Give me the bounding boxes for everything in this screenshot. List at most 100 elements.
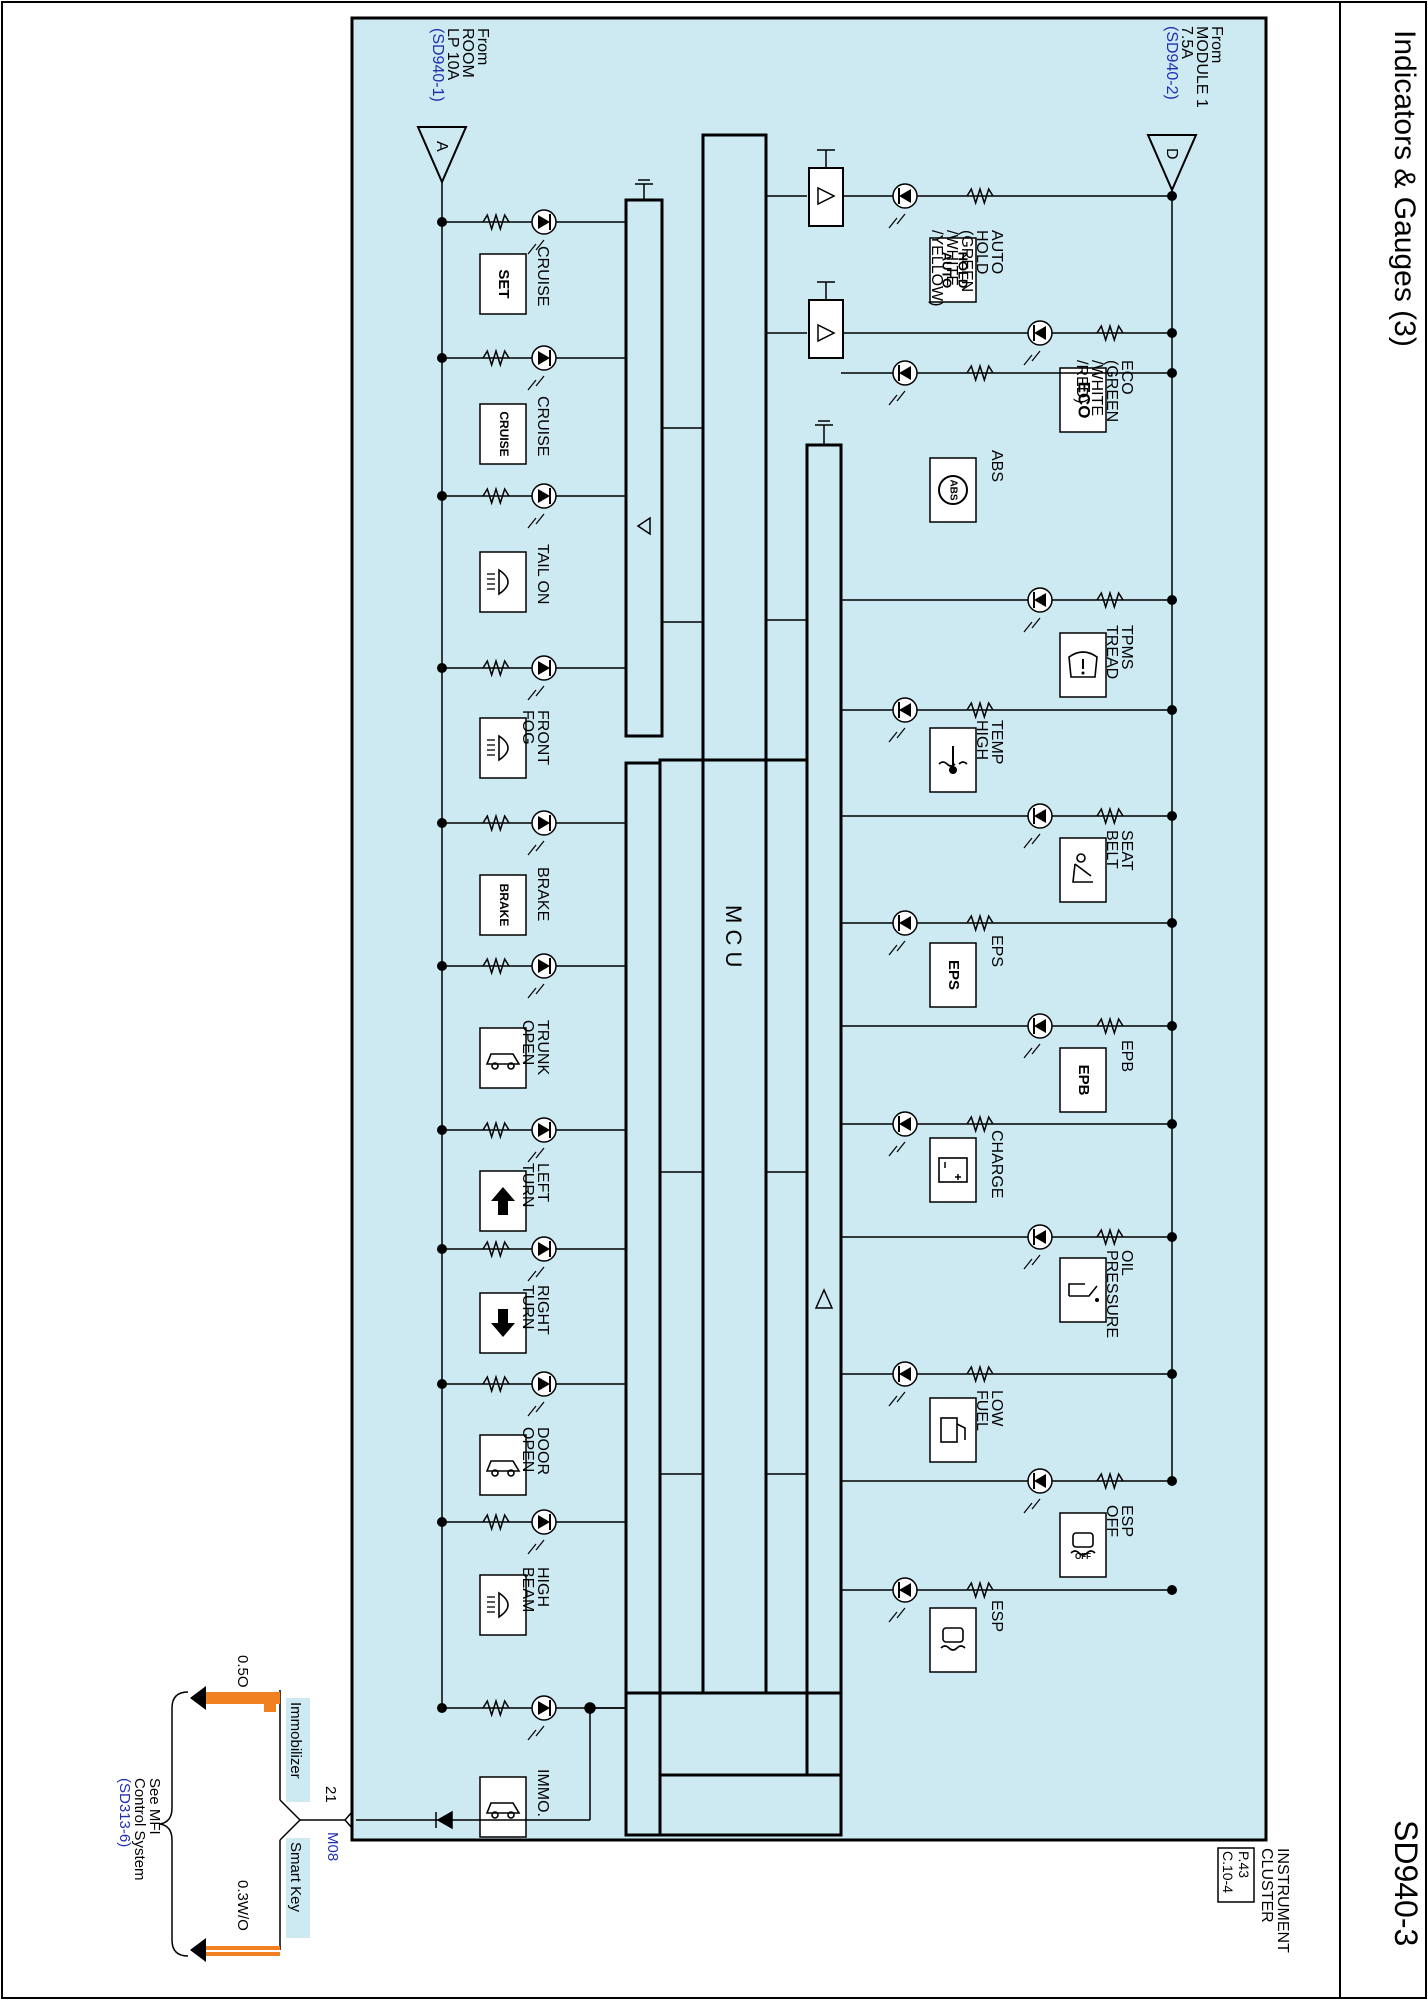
buffer-1 (808, 149, 844, 227)
right-indicator-label-2-4: /RED) (1073, 360, 1090, 404)
page-code: SD940-3 (1388, 1820, 1424, 1946)
svg-text:AUTO: AUTO (940, 252, 955, 289)
right-indicator-label-13-1: ESP (988, 1600, 1005, 1632)
left-indicator-icon-3 (479, 551, 527, 613)
svg-text:ECO: ECO (1075, 382, 1094, 419)
right-indicator-label-1-5: /YELLOW) (928, 230, 945, 306)
left-indicator-icon-2: CRUISE (479, 403, 527, 465)
left-indicator-label-10-2: BEAM (519, 1567, 536, 1612)
immo-output-wiring (356, 1702, 626, 1830)
mfi-line-2: Control System (131, 1778, 148, 1881)
left-indicator-icon-4 (479, 717, 527, 779)
left-indicator-label-8-2: TURN (519, 1285, 536, 1329)
left-indicator-label-9-1: DOOR (534, 1427, 551, 1475)
right-indicator-label-12-2: OFF (1103, 1505, 1120, 1537)
right-indicator-label-3-1: ABS (988, 450, 1005, 482)
right-indicator-label-6-2: BELT (1103, 830, 1120, 869)
left-indicator-label-2-1: CRUISE (534, 396, 551, 456)
right-indicator-label-1-3: (GREEN (958, 230, 975, 292)
right-indicator-label-4-1: TPMS (1118, 625, 1135, 669)
right-indicator-icon-8: EPB (1059, 1047, 1107, 1113)
right-indicator-icon-6 (1059, 837, 1107, 903)
connector-ref-box (1217, 1847, 1255, 1903)
left-bus-lower (624, 761, 662, 1837)
connector-ref-1: P.43 (1236, 1851, 1252, 1878)
smart-key-label: Smart Key (287, 1842, 304, 1913)
left-indicator-icon-6 (479, 1027, 527, 1089)
left-indicator-label-11-1: IMMO. (534, 1769, 551, 1817)
left-indicator-icon-1: SET (479, 253, 527, 315)
right-indicator-label-5-2: HIGH (973, 720, 990, 760)
right-indicator-label-2-1: ECO (1118, 360, 1135, 395)
source-D-ref: (SD940-2) (1163, 26, 1180, 100)
cluster-name-1: INSTRUMENT (1274, 1848, 1291, 1953)
left-bus-upper (624, 198, 664, 738)
source-D-line-2: MODULE 1 (1193, 26, 1210, 108)
right-bus-bar (805, 443, 843, 1777)
right-indicator-icon-4 (1059, 632, 1107, 698)
svg-text:OFF: OFF (1075, 1552, 1091, 1561)
right-indicator-label-7-1: EPS (988, 935, 1005, 967)
page-title: Indicators & Gauges (3) (1388, 30, 1421, 347)
right-indicator-label-10-2: PRESSURE (1103, 1250, 1120, 1338)
left-indicator-label-1-1: CRUISE (534, 246, 551, 306)
connector-ref-2: C.10-4 (1220, 1851, 1236, 1893)
mfi-ref: (SD313-6) (116, 1778, 133, 1847)
right-indicator-label-11-1: LOW (988, 1390, 1005, 1427)
right-indicator-label-1-4: /WHITE (943, 230, 960, 286)
source-A-line-2: ROOM (459, 28, 476, 78)
pin-number: 21 (322, 1786, 339, 1803)
right-indicator-label-10-1: OIL (1118, 1250, 1135, 1276)
right-indicator-icon-10 (1059, 1257, 1107, 1323)
right-indicator-label-1-1: AUTO (988, 230, 1005, 274)
source-D-letter: D (1163, 148, 1180, 160)
left-indicator-label-10-1: HIGH (534, 1567, 551, 1607)
right-indicator-icon-7: EPS (929, 942, 977, 1008)
left-indicator-icon-10 (479, 1574, 527, 1636)
svg-text:CRUISE: CRUISE (497, 411, 511, 456)
mcu-label: M C U (721, 905, 746, 967)
right-indicator-icon-12: OFF (1059, 1512, 1107, 1578)
right-indicator-label-9-1: CHARGE (988, 1130, 1005, 1198)
source-A: A (416, 126, 468, 185)
left-indicator-label-7-2: TURN (519, 1163, 536, 1207)
right-indicator-7: EPS EPS (841, 910, 1177, 1008)
svg-text:ABS: ABS (947, 479, 958, 500)
source-A-ref: (SD940-1) (429, 28, 446, 102)
left-indicator-icon-5: BRAKE (479, 874, 527, 936)
svg-text:EPS: EPS (945, 960, 962, 990)
left-indicator-label-8-1: RIGHT (534, 1285, 551, 1335)
mfi-line-1: See MFI (146, 1778, 163, 1835)
right-indicator-icon-3: ABS (929, 457, 977, 523)
left-indicator-1: SET CRUISE (437, 209, 626, 315)
svg-text:SET: SET (495, 269, 512, 298)
smart-key-tag: Smart Key 0.3W/O (190, 1838, 310, 1962)
right-indicator-label-8-1: EPB (1118, 1040, 1135, 1072)
right-indicator-8: EPB EPB (841, 1013, 1177, 1113)
left-indicator-2: CRUISE CRUISE (437, 345, 626, 465)
right-indicator-3: ABS ABS (841, 360, 1177, 523)
right-indicator-label-1-2: HOLD (973, 230, 990, 274)
right-indicator-icon-11 (929, 1397, 977, 1463)
left-indicator-icon-9 (479, 1434, 527, 1496)
immobilizer-tag: Immobilizer 0.5O (190, 1655, 310, 1802)
right-indicator-9: CHARGE (841, 1111, 1177, 1203)
right-indicator-icon-13 (929, 1607, 977, 1673)
